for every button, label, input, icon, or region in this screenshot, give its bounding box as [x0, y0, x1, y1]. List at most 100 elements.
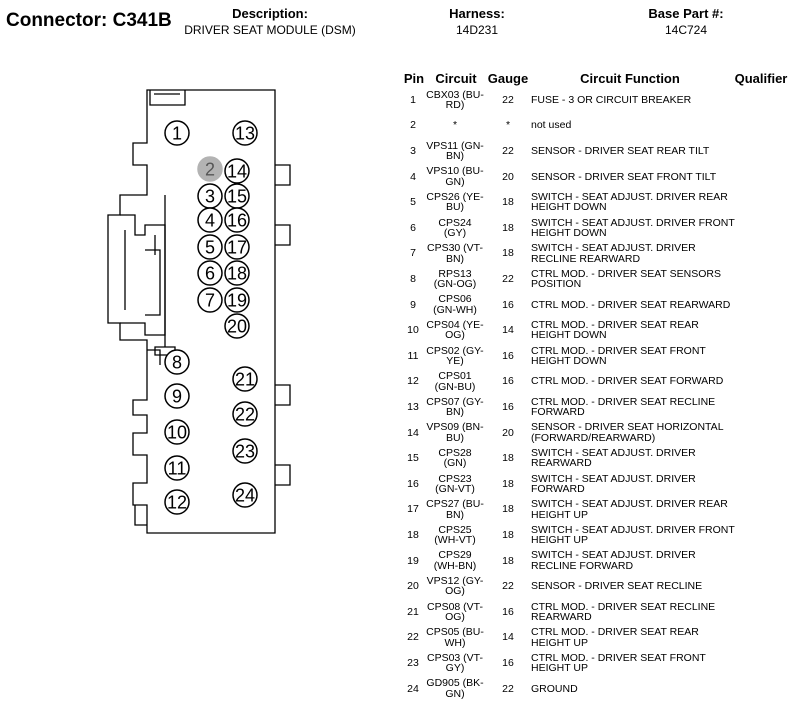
pin-circle [232, 482, 258, 508]
base-part-label: Base Part #: [648, 6, 724, 21]
function-cell: CTRL MOD. - DRIVER SEAT REARWARD [531, 298, 731, 311]
pin-cell: 19 [407, 554, 419, 567]
pin-circle [224, 287, 250, 313]
function-cell: CTRL MOD. - DRIVER SEAT REAR HEIGHT UP [531, 626, 699, 649]
pin-circle [164, 120, 190, 146]
connector-title: Connector: C341B [6, 10, 172, 31]
gauge-cell: 22 [502, 272, 514, 285]
gauge-cell: 16 [502, 375, 514, 388]
gauge-cell: 22 [502, 144, 514, 157]
pin-cell: 3 [410, 144, 416, 157]
pin-number: 21 [235, 370, 255, 390]
pin-cell: 2 [410, 119, 416, 132]
circuit-cell: CPS04 (YE-OG) [426, 318, 484, 342]
pin-cell: 17 [407, 503, 419, 516]
pin-17: 17 [224, 234, 250, 260]
gauge-cell: 18 [502, 452, 514, 465]
table-row: 2**not used [396, 113, 796, 139]
function-cell: SWITCH - SEAT ADJUST. DRIVER REAR HEIGHT… [531, 190, 728, 214]
gauge-cell: 20 [502, 426, 514, 439]
circuit-cell: CPS28 (GN) [438, 446, 472, 470]
pin-cell: 16 [407, 477, 419, 490]
pin-number: 19 [227, 291, 247, 311]
circuit-cell: CPS01 (GN-BU) [434, 370, 476, 393]
pin-22: 22 [232, 401, 258, 427]
col-header-function: Circuit Function [580, 71, 680, 86]
pin-cell: 14 [407, 426, 419, 439]
function-cell: CTRL MOD. - DRIVER SEAT RECLINE REARWARD [531, 600, 716, 623]
pin-cell: 8 [410, 272, 416, 285]
pin-cell: 6 [410, 221, 416, 234]
table-row: 8 RPS13 (GN-OG) 22 CTRL MOD. - DRIVER SEAT … [396, 266, 796, 292]
pin-circle [224, 207, 250, 233]
pin-cell: 24 [407, 682, 419, 695]
function-cell: SENSOR - DRIVER SEAT FRONT TILT [531, 170, 717, 183]
circuit-cell: GD905 (BK-GN) [426, 677, 484, 700]
function-cell: GROUND [531, 682, 578, 695]
pin-number: 2 [205, 160, 215, 180]
pin-circle [232, 366, 258, 392]
function-cell: CTRL MOD. - DRIVER SEAT SENSORS POSITION [531, 267, 721, 291]
pin-1: 1 [164, 120, 190, 146]
pin-8: 8 [164, 349, 190, 375]
gauge-cell: 18 [502, 503, 514, 516]
gauge-cell: 20 [502, 170, 514, 183]
function-cell: SWITCH - SEAT ADJUST. DRIVER REAR HEIGHT… [531, 498, 728, 521]
pin-cell: 4 [410, 170, 416, 183]
circuit-cell: CPS25 (WH-VT) [434, 523, 476, 547]
function-cell: CTRL MOD. - DRIVER SEAT FORWARD [531, 375, 724, 388]
pin-10: 10 [164, 419, 190, 445]
function-cell: SENSOR - DRIVER SEAT HORIZONTAL (FORWARD… [531, 421, 724, 444]
pin-circle [164, 419, 190, 445]
function-cell: SWITCH - SEAT ADJUST. DRIVER RECLINE FOR… [531, 549, 696, 572]
col-header-gauge: Gauge [487, 71, 529, 86]
pin-7: 7 [197, 287, 223, 313]
pin-cell: 10 [407, 324, 419, 337]
function-cell: SENSOR - DRIVER SEAT REAR TILT [531, 144, 710, 157]
pin-number: 4 [205, 211, 215, 231]
circuit-cell: CPS07 (GY-BN) [426, 395, 484, 419]
pin-13: 13 [232, 120, 258, 146]
circuit-cell: CBX03 (BU-RD) [426, 88, 484, 111]
pin-9: 9 [164, 383, 190, 409]
pin-number: 12 [167, 493, 187, 513]
gauge-cell: 16 [502, 349, 514, 362]
pin-3: 3 [197, 183, 223, 209]
pin-20: 20 [224, 313, 250, 339]
gauge-cell: 22 [502, 580, 514, 593]
description-label: Description: [232, 6, 308, 21]
circuit-cell: * [452, 119, 458, 132]
pin-cell: 1 [410, 93, 416, 106]
gauge-cell: 18 [502, 196, 514, 209]
pin-number: 7 [205, 291, 215, 311]
pin-circle [224, 234, 250, 260]
pin-18: 18 [224, 260, 250, 286]
pin-cell: 21 [407, 605, 419, 618]
circuit-cell: RPS13 (GN-OG) [433, 267, 477, 291]
pin-circle [224, 260, 250, 286]
pin-cell: 11 [407, 349, 419, 362]
gauge-cell: 18 [502, 247, 514, 260]
gauge-cell: 18 [502, 528, 514, 541]
pin-circle [197, 234, 223, 260]
pin-circle [197, 207, 223, 233]
pin-circle [197, 156, 223, 182]
circuit-cell: VPS11 (GN-BN) [426, 139, 484, 163]
pin-number: 3 [205, 187, 215, 207]
pin-cell: 20 [407, 580, 419, 593]
harness-value: 14D231 [455, 23, 499, 37]
pin-circle [232, 401, 258, 427]
pin-number: 9 [172, 387, 182, 407]
gauge-cell: 22 [502, 93, 514, 106]
col-header-qualifier: Qualifier [734, 71, 788, 86]
base-part-value: 14C724 [664, 23, 708, 37]
circuit-cell: VPS09 (BN-BU) [426, 421, 484, 444]
